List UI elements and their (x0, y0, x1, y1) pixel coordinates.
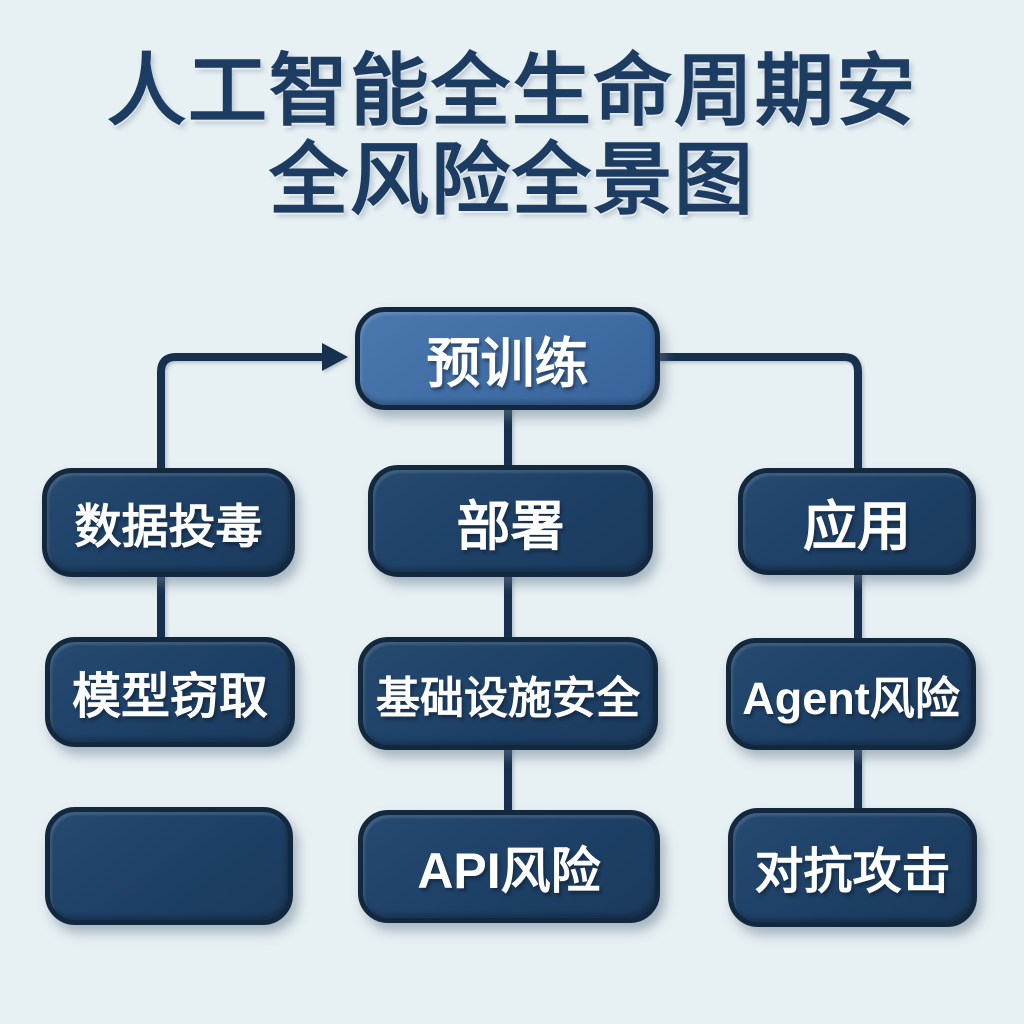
page-title: 人工智能全生命周期安 全风险全景图 (0, 46, 1024, 225)
edge-datapoisoning-pretrain (157, 353, 323, 470)
node-infrastructure-security: 基础设施安全 (358, 637, 658, 750)
node-pretrain: 预训练 (355, 307, 660, 410)
node-empty-box (45, 807, 293, 925)
node-deployment: 部署 (368, 465, 653, 577)
node-application: 应用 (738, 468, 976, 575)
node-infrastructure-security-label: 基础设施安全 (376, 673, 640, 723)
page-title-line2: 全风险全景图 (269, 135, 755, 225)
node-model-stealing: 模型窃取 (45, 637, 295, 747)
node-api-risk: API风险 (358, 810, 660, 923)
node-application-label: 应用 (803, 497, 911, 557)
node-data-poisoning-label: 数据投毒 (74, 500, 263, 553)
node-api-risk-label: API风险 (417, 842, 601, 899)
node-adversarial-attack: 对抗攻击 (728, 808, 977, 927)
arrowhead-icon (322, 343, 348, 371)
node-agent-risk: Agent风险 (726, 638, 976, 750)
node-adversarial-attack-label: 对抗攻击 (754, 845, 951, 899)
node-deployment-label: 部署 (456, 496, 565, 557)
node-data-poisoning: 数据投毒 (42, 468, 295, 577)
node-agent-risk-label: Agent风险 (742, 672, 960, 724)
node-pretrain-label: 预训练 (426, 334, 589, 394)
page-title-line1: 人工智能全生命周期安 (107, 46, 917, 135)
node-model-stealing-label: 模型窃取 (71, 669, 268, 724)
edge-pretrain-application (656, 353, 862, 472)
